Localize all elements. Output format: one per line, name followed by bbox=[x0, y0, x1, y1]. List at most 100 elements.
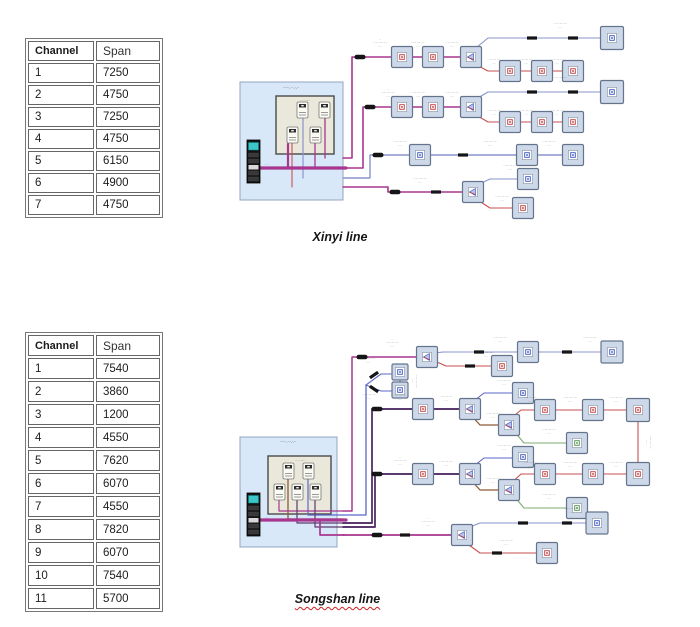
span-cell: 7540 bbox=[96, 358, 160, 379]
fiber-cable bbox=[342, 384, 367, 516]
span-cell: 1200 bbox=[96, 404, 160, 425]
terminal-room-label: ·······-·· bbox=[300, 98, 310, 102]
splice-marker bbox=[562, 350, 572, 354]
span-header: Span bbox=[96, 41, 160, 61]
node-label: ···-···-···-····· bbox=[486, 477, 499, 484]
rack-label: ·-··· bbox=[265, 515, 270, 519]
span-cell: 4550 bbox=[96, 427, 160, 448]
fiber-cable bbox=[512, 494, 568, 509]
node-label: ···-···-···-····· bbox=[487, 58, 500, 65]
device-icon bbox=[296, 101, 309, 119]
network-node bbox=[511, 196, 535, 220]
fiber-cable bbox=[314, 497, 344, 528]
splice-marker bbox=[527, 90, 537, 94]
splitter-node bbox=[458, 397, 482, 421]
channel-cell: 6 bbox=[28, 173, 94, 193]
splitter-node bbox=[461, 180, 485, 204]
channel-cell: 1 bbox=[28, 358, 94, 379]
splice-marker bbox=[458, 153, 468, 157]
diagram-canvas: ······-···-·-·········-···-········-···-… bbox=[239, 336, 652, 565]
device-icon bbox=[318, 101, 331, 119]
span-cell: 6070 bbox=[96, 542, 160, 563]
fiber-cable bbox=[426, 351, 603, 355]
cable-connector bbox=[389, 189, 401, 195]
span-cell: 7250 bbox=[96, 63, 160, 83]
fiber-cable bbox=[307, 476, 344, 516]
splitter-node bbox=[459, 45, 483, 69]
splice-marker bbox=[568, 36, 578, 40]
node-label: ·····-···-···-····· bbox=[385, 337, 398, 348]
network-node bbox=[511, 381, 535, 405]
node-label: ···-···-···-····· bbox=[411, 91, 424, 98]
device-icon bbox=[273, 483, 286, 501]
span-cell: 4550 bbox=[96, 496, 160, 517]
span-cell: 7540 bbox=[96, 565, 160, 586]
node-label: ·····-···-···-····· bbox=[381, 87, 394, 98]
span-cell: 4750 bbox=[96, 195, 160, 215]
splice-marker bbox=[562, 521, 572, 525]
node-label: ·····-···-···-····· bbox=[393, 390, 406, 401]
splice-marker bbox=[474, 350, 484, 354]
splice-marker bbox=[368, 370, 380, 380]
node-label: ···-···-···-····· bbox=[393, 140, 406, 147]
splitter-node bbox=[415, 345, 439, 369]
span-cell: 7820 bbox=[96, 519, 160, 540]
xinyi-line-diagram: ······-···-·-·········-···-········-···-… bbox=[230, 5, 700, 260]
fiber-cable bbox=[342, 473, 461, 528]
node-label: ···-···-···-····· bbox=[550, 109, 563, 116]
xinyi-line-caption: Xinyi line bbox=[230, 230, 450, 244]
equipment-rack bbox=[246, 139, 261, 184]
channel-cell: 5 bbox=[28, 151, 94, 171]
node-label: ···-···-···-····· bbox=[361, 357, 374, 364]
fiber-cable bbox=[278, 497, 344, 512]
network-node bbox=[516, 167, 540, 191]
network-node bbox=[530, 110, 554, 134]
splice-marker bbox=[431, 190, 441, 194]
node-label: ···-···-···-····· bbox=[553, 76, 566, 83]
cable-connector bbox=[364, 104, 376, 110]
channel-header: Channel bbox=[28, 335, 94, 356]
equipment-rack bbox=[246, 492, 261, 537]
network-node bbox=[600, 340, 624, 364]
splice-marker bbox=[368, 384, 380, 394]
network-node bbox=[490, 354, 514, 378]
node-label: ···-···-···-····· bbox=[609, 396, 622, 403]
network-node bbox=[535, 541, 559, 565]
songshan-line-diagram: ······-···-·-·········-···-········-···-… bbox=[230, 330, 700, 597]
network-node bbox=[498, 59, 522, 83]
network-node bbox=[421, 95, 445, 119]
network-node bbox=[390, 45, 414, 69]
fiber-cable bbox=[342, 356, 420, 512]
node-label: ···-···-···-····· bbox=[362, 393, 375, 400]
node-label: ···-···-···-····· bbox=[563, 461, 576, 468]
node-label: ···-···-···-····· bbox=[523, 461, 536, 468]
network-node bbox=[511, 445, 535, 469]
network-node bbox=[585, 511, 609, 535]
node-label: ···-···-···-····· bbox=[439, 460, 452, 467]
network-node bbox=[533, 398, 557, 422]
network-node bbox=[515, 143, 539, 167]
diagram-canvas: ······-···-·-·········-···-········-···-… bbox=[239, 22, 625, 220]
channel-cell: 1 bbox=[28, 63, 94, 83]
network-node bbox=[625, 397, 651, 423]
fiber-cable bbox=[508, 409, 630, 421]
cable-connector bbox=[371, 406, 383, 412]
network-node bbox=[411, 397, 435, 421]
channel-cell: 5 bbox=[28, 450, 94, 471]
channel-cell: 4 bbox=[28, 427, 94, 448]
splice-marker bbox=[400, 533, 410, 537]
network-node bbox=[533, 462, 557, 486]
cable-connector bbox=[371, 471, 383, 477]
